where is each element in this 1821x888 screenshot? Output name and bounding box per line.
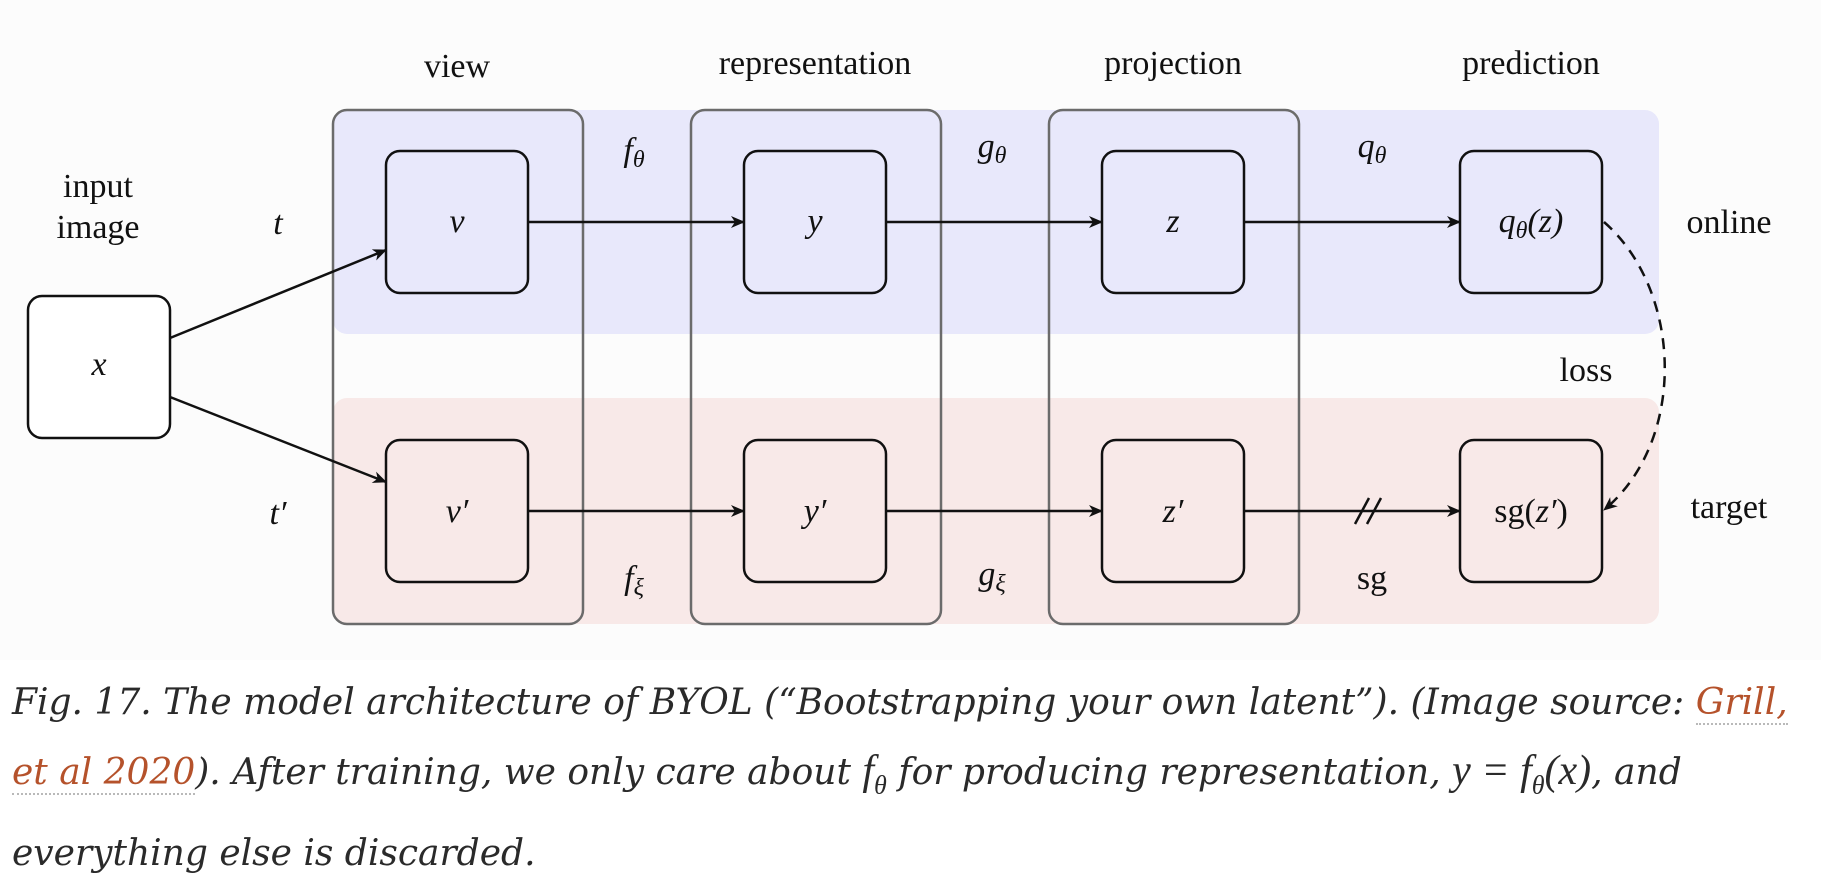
citation-link-part1[interactable]: Grill, xyxy=(1695,682,1788,725)
input-node-box xyxy=(26,294,172,440)
byol-architecture-diagram: view representation projection predictio… xyxy=(26,45,1772,626)
target-row-label: target xyxy=(1691,489,1768,526)
loss-label: loss xyxy=(1560,352,1613,389)
online-representation-node-label: y xyxy=(804,203,823,240)
online-projection-node-label: z xyxy=(1165,203,1179,240)
augment-arrow-online xyxy=(169,248,387,340)
column-header-prediction: prediction xyxy=(1462,45,1600,82)
loss-arrow xyxy=(1603,221,1666,511)
online-augmentation-label: t xyxy=(273,205,284,242)
input-node-label: x xyxy=(90,346,106,383)
target-stopgrad-node-label: sg(z′) xyxy=(1494,493,1568,530)
augment-arrow-target xyxy=(169,395,387,484)
target-view-node-label: v′ xyxy=(446,493,469,530)
online-predictor-label: qθ xyxy=(1358,128,1387,169)
target-representation-node-label: y′ xyxy=(801,493,827,530)
caption-suffix: , and everything else is discarded. xyxy=(12,752,1682,875)
target-projector-label: gξ xyxy=(978,556,1006,597)
input-image-label-line1: input xyxy=(63,168,133,205)
input-image-label-line2: image xyxy=(56,209,139,246)
caption-math-f-theta: fθ xyxy=(862,748,887,800)
stop-gradient-mark xyxy=(1353,497,1383,525)
caption-mid1: ). After training, we only care about xyxy=(195,752,863,793)
online-view-node-label: v xyxy=(449,203,465,240)
column-header-representation: representation xyxy=(719,45,912,82)
column-header-projection: projection xyxy=(1104,45,1242,82)
stage-box-view xyxy=(331,108,585,626)
target-augmentation-label: t′ xyxy=(270,495,287,532)
column-header-view: view xyxy=(424,48,491,85)
target-projection-node-label: z′ xyxy=(1162,493,1184,530)
caption-mid2: for producing representation, xyxy=(886,752,1453,793)
figure-caption: Fig. 17. The model architecture of BYOL … xyxy=(12,668,1812,888)
stop-gradient-label: sg xyxy=(1357,560,1387,597)
caption-prefix: Fig. 17. The model architecture of BYOL … xyxy=(12,682,1696,723)
citation-link-part2[interactable]: et al 2020 xyxy=(12,752,196,795)
online-row-label: online xyxy=(1687,204,1772,241)
online-prediction-node-label: qθ(z) xyxy=(1499,203,1564,244)
stage-box-representation xyxy=(689,108,943,626)
online-projector-label: gθ xyxy=(978,128,1007,169)
caption-math-equation: y = fθ(x) xyxy=(1452,748,1592,800)
stage-box-projection xyxy=(1047,108,1301,626)
figure: view representation projection predictio… xyxy=(26,45,1772,626)
